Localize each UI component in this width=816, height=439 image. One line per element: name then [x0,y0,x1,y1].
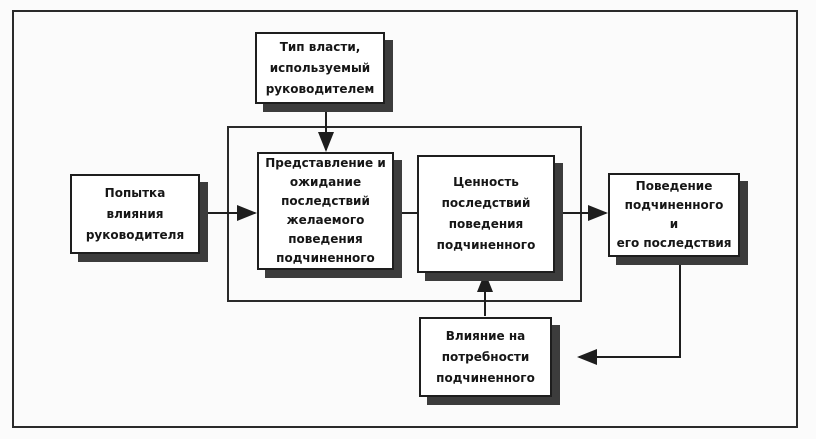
behavior-label: Поведение подчиненного и его последствия [616,179,732,250]
outer-frame [12,10,798,428]
needs-influence-label: Влияние на потребности подчиненного [436,328,535,385]
expectation-label: Представление и ожидание последствий жел… [265,156,386,265]
influence-attempt-box: Попытка влияния руководителя [70,174,200,254]
power-type-box: Тип власти, используемый руководителем [255,32,385,104]
behavior-box: Поведение подчиненного и его последствия [608,173,740,257]
value-box: Ценность последствий поведения подчиненн… [417,155,555,273]
expectation-box: Представление и ожидание последствий жел… [257,152,394,270]
value-label: Ценность последствий поведения подчиненн… [436,175,536,252]
arrow-behavior-to-needs [577,264,681,365]
power-type-label: Тип власти, используемый руководителем [265,39,375,96]
influence-attempt-label: Попытка влияния руководителя [85,185,185,242]
needs-influence-box: Влияние на потребности подчиненного [419,317,552,397]
